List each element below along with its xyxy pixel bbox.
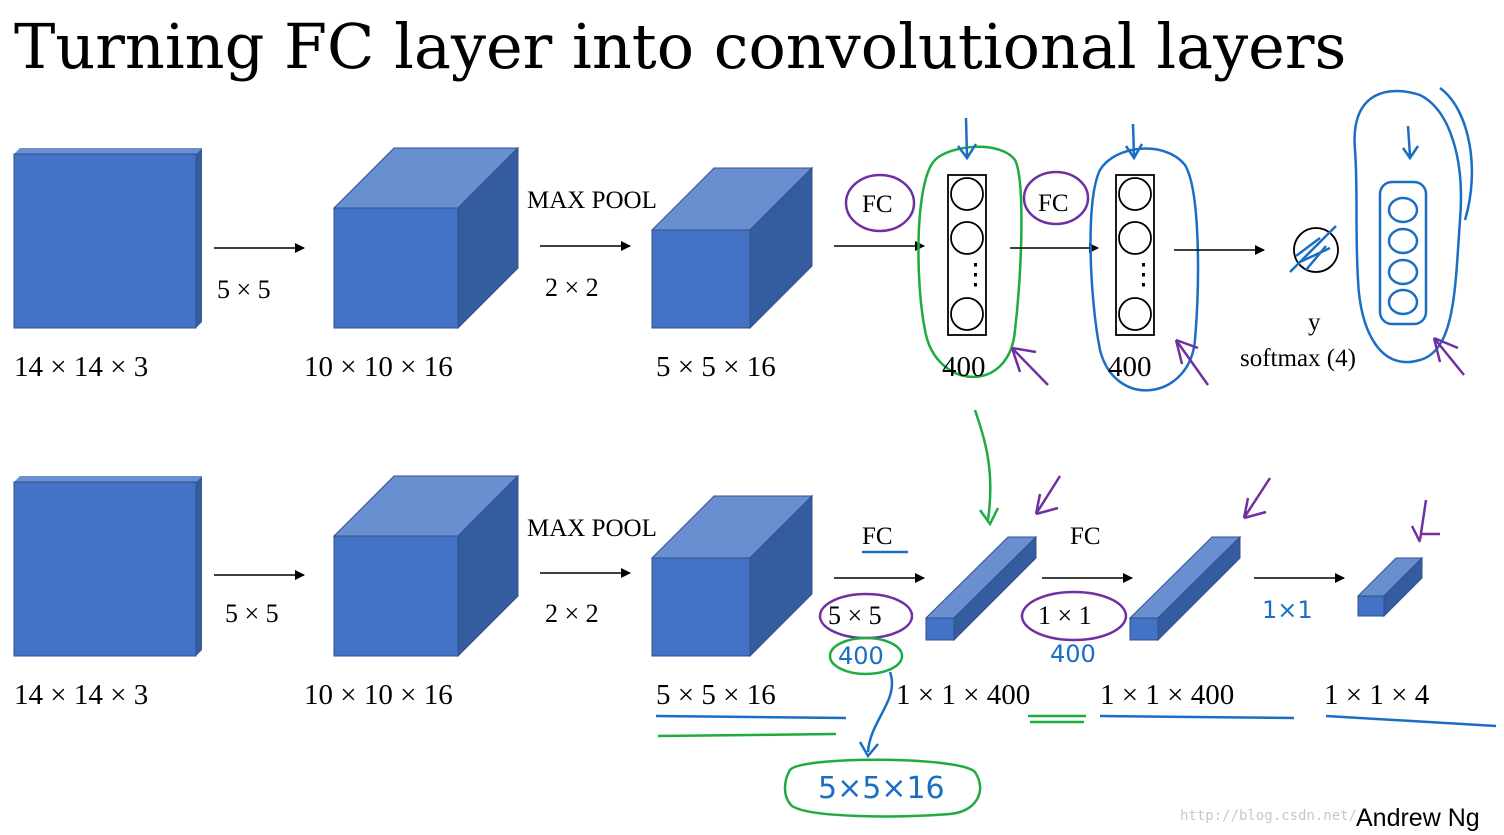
fc1-label-top: FC	[862, 191, 893, 218]
down-arrow-fc2	[1124, 123, 1144, 161]
pointer-bar-1	[1034, 475, 1062, 516]
pool-size-label-top: 2 × 2	[545, 273, 599, 302]
conv-volume-top	[332, 146, 520, 330]
pooled-volume-bottom	[650, 494, 814, 658]
fc1-filter-label-bottom: 5 × 5	[828, 601, 882, 630]
fc-layer-1: ⋮	[947, 174, 990, 336]
dim-top-4: 400	[942, 351, 986, 383]
conv-volume-bottom	[332, 474, 520, 658]
underline-blue-2	[1099, 714, 1295, 720]
fc2-label-top: FC	[1038, 190, 1069, 217]
dim-bottom-5: 1 × 1 × 400	[1100, 679, 1234, 711]
down-arrow-fc1	[957, 117, 978, 161]
underline-green-400	[1028, 714, 1086, 724]
softmax-label: softmax (4)	[1240, 345, 1356, 372]
pointer-softmax	[1432, 336, 1465, 376]
conv-filter-label-top: 5 × 5	[217, 275, 271, 304]
dim-bottom-6: 1 × 1 × 4	[1324, 679, 1430, 711]
pointer-bar-2	[1242, 477, 1272, 520]
annotation-400-b: 400	[1050, 640, 1096, 668]
dim-bottom-2: 10 × 10 × 16	[304, 679, 453, 711]
softmax-units-sketch	[1353, 86, 1474, 364]
conv-filter-label-bottom: 5 × 5	[225, 599, 279, 628]
underline-blue-3	[1325, 714, 1497, 728]
author-credit: Andrew Ng	[1356, 804, 1480, 832]
fc-layer-2: ⋮	[1115, 174, 1158, 336]
max-pool-label-bottom: MAX POOL	[527, 515, 657, 542]
ellipsis-1: ⋮	[961, 259, 990, 291]
annotation-400-circle	[828, 636, 904, 676]
blue-highlight-fc2	[1089, 147, 1200, 392]
dim-bottom-1: 14 × 14 × 3	[14, 679, 148, 711]
underline-blue-1	[655, 714, 847, 720]
max-pool-label-top: MAX POOL	[527, 187, 657, 214]
dim-top-3: 5 × 5 × 16	[656, 351, 776, 383]
pooled-volume-top	[650, 166, 814, 330]
dim-top-5: 400	[1108, 351, 1152, 383]
underline-green-1	[657, 732, 837, 738]
output-node	[1289, 225, 1339, 273]
output-volume-bottom	[1356, 556, 1424, 618]
annotation-1x1: 1×1	[1262, 596, 1313, 624]
dim-bottom-3: 5 × 5 × 16	[656, 679, 776, 711]
input-volume-top	[13, 148, 202, 329]
fc2-filter-circle	[1020, 590, 1128, 642]
pointer-bar-3	[1410, 499, 1440, 543]
input-volume-bottom	[13, 476, 202, 657]
pool-size-label-bottom: 2 × 2	[545, 599, 599, 628]
fc1-label-bottom: FC	[862, 523, 893, 550]
dim-bottom-4: 1 × 1 × 400	[896, 679, 1030, 711]
dim-top-1: 14 × 14 × 3	[14, 351, 148, 383]
annotation-400-a: 400	[838, 642, 884, 670]
ellipsis-2: ⋮	[1129, 259, 1158, 291]
output-label: y	[1308, 309, 1321, 336]
fc2-label-bottom: FC	[1070, 523, 1101, 550]
page-title: Turning FC layer into convolutional laye…	[14, 10, 1346, 83]
pointer-fc1	[1010, 346, 1049, 386]
fc2-circle-annotation	[1022, 170, 1090, 226]
green-highlight-fc1	[917, 145, 1023, 379]
watermark: http://blog.csdn.net/	[1180, 808, 1357, 824]
green-link-arrow	[973, 409, 1000, 527]
pointer-fc2	[1174, 338, 1210, 386]
kernel-annotation: 5×5×16	[818, 771, 945, 806]
kernel-link-arrow	[858, 671, 894, 759]
fc1-circle-annotation	[844, 173, 916, 233]
fc2-filter-label-bottom: 1 × 1	[1038, 601, 1092, 630]
conv-fc-volume-2	[1128, 535, 1242, 642]
conv-fc-volume-1	[924, 535, 1038, 642]
dim-top-2: 10 × 10 × 16	[304, 351, 453, 383]
kernel-circle	[783, 758, 982, 818]
